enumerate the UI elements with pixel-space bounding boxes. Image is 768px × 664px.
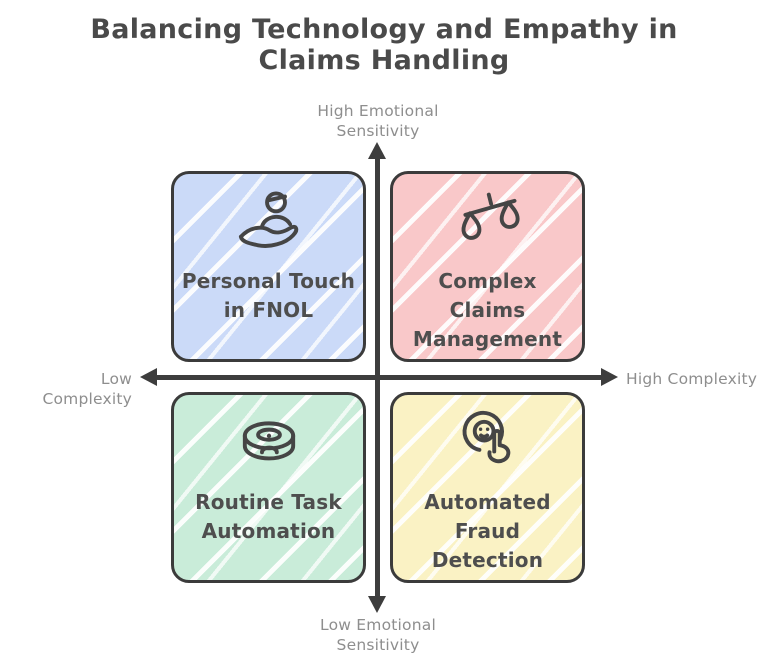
touch-detection-icon [393,407,582,485]
arrow-up-icon [368,142,386,159]
arrow-left-icon [140,368,157,386]
quadrant-label-line1: Personal Touch [181,269,356,293]
axis-label-bottom-line1: Low Emotional [320,616,436,634]
quadrant-label-line2: Automation [201,519,336,543]
axis-label-top-line2: Sensitivity [336,122,420,140]
quadrant-label-line2: Management [412,327,563,351]
vertical-axis-line [375,156,380,601]
axis-label-top-line1: High Emotional [317,102,439,120]
axis-label-right: High Complexity [626,370,758,388]
arrow-right-icon [601,368,618,386]
quadrant-label-line1: Routine Task [195,490,342,514]
quadrant-fraud-detection: Automated Fraud Detection [390,392,585,583]
balance-scale-icon [393,186,582,264]
arrow-down-icon [368,596,386,613]
hand-holding-person-icon [174,186,363,264]
axis-label-bottom: Low Emotional Sensitivity [278,615,478,655]
quadrant-label: Routine Task Automation [178,488,359,546]
quadrant-label-line2: in FNOL [223,298,314,322]
axis-label-top: High Emotional Sensitivity [278,101,478,141]
quadrant-label-line1: Automated [424,490,551,514]
axis-label-bottom-line2: Sensitivity [336,636,420,654]
quadrant-label: Automated Fraud Detection [397,488,578,575]
quadrant-routine-automation: Routine Task Automation [171,392,366,583]
quadrant-label-line2: Fraud Detection [431,519,544,572]
axis-label-left: Low Complexity [42,370,132,408]
quadrant-complex-claims: Complex Claims Management [390,171,585,362]
quadrant-label-line1: Complex Claims [438,269,537,322]
quadrant-personal-touch: Personal Touch in FNOL [171,171,366,362]
robot-vacuum-icon [174,407,363,485]
quadrant-label: Complex Claims Management [397,267,578,354]
quadrant-label: Personal Touch in FNOL [178,267,359,325]
page-title: Balancing Technology and Empathy in Clai… [90,14,678,76]
